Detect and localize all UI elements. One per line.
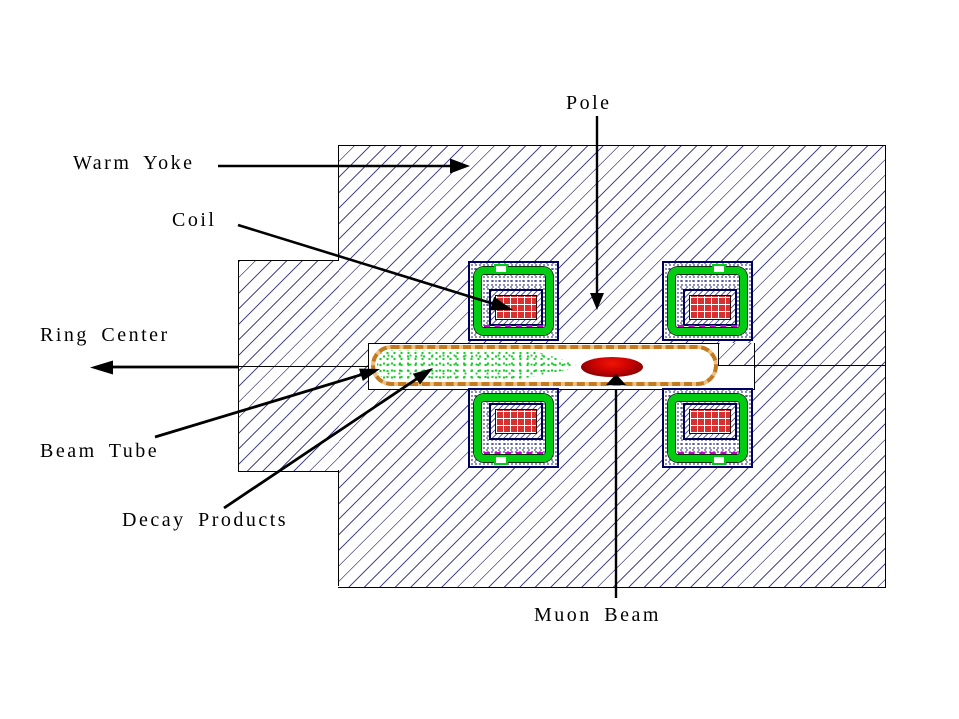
coil-winding bbox=[495, 409, 537, 434]
coil-upper-left bbox=[468, 261, 559, 341]
label-decay-products: Decay Products bbox=[122, 509, 289, 531]
coil-cryostat-ring bbox=[668, 394, 747, 462]
label-pole: Pole bbox=[566, 92, 612, 114]
label-muon-beam: Muon Beam bbox=[534, 604, 661, 626]
coil-winding bbox=[689, 295, 731, 320]
coil-cryostat-ring bbox=[474, 394, 553, 462]
label-coil: Coil bbox=[172, 209, 217, 231]
coil-lower-left bbox=[468, 388, 559, 468]
coil-winding bbox=[495, 295, 537, 320]
coil-upper-right bbox=[662, 261, 753, 341]
coil-cold-mass bbox=[683, 403, 737, 440]
yoke-parting-line-left bbox=[239, 366, 369, 367]
cryostat-port bbox=[712, 455, 726, 465]
coil-cold-mass bbox=[489, 289, 543, 326]
cryostat-port bbox=[494, 455, 508, 465]
yoke-parting-line-right bbox=[753, 365, 885, 366]
label-beam-tube: Beam Tube bbox=[40, 440, 160, 462]
cryostat-port bbox=[494, 264, 508, 274]
coil-accent-line bbox=[484, 325, 543, 327]
coil-accent-line bbox=[678, 452, 737, 454]
label-warm-yoke: Warm Yoke bbox=[73, 152, 195, 174]
ring-center-arrowhead bbox=[90, 360, 113, 375]
coil-cold-mass bbox=[489, 403, 543, 440]
coil-cryostat-ring bbox=[668, 267, 747, 335]
coil-cold-mass bbox=[683, 289, 737, 326]
cryostat-port bbox=[712, 264, 726, 274]
muon-beam-spot bbox=[581, 357, 643, 377]
label-ring-center: Ring Center bbox=[40, 324, 170, 346]
yoke-edge-segment bbox=[338, 145, 339, 260]
channel-filler-block bbox=[718, 343, 754, 366]
yoke-edge-segment bbox=[338, 470, 339, 586]
coil-winding bbox=[689, 409, 731, 434]
coil-accent-line bbox=[678, 325, 737, 327]
coil-accent-line bbox=[484, 452, 543, 454]
coil-lower-right bbox=[662, 388, 753, 468]
